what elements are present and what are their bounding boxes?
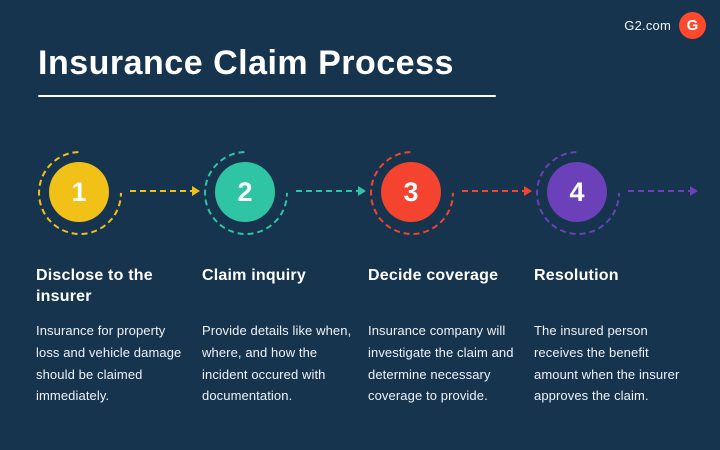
step-2-number: 2 [237,176,253,207]
step-2: 2 Claim inquiry Provide details like whe… [186,133,366,407]
arrow-right-icon [358,186,366,196]
step-2-circle: 2 [215,162,275,222]
step-1-circle: 1 [49,162,109,222]
step-3-heading: Decide coverage [368,267,499,284]
arrow-line [462,190,528,192]
step-2-heading: Claim inquiry [202,267,306,284]
arrow-right-icon [192,186,200,196]
step-1-graphic: 1 [20,133,200,258]
step-4-circle: 4 [547,162,607,222]
step-1-heading: Disclose to the insurer [36,267,153,305]
page-title: Insurance Claim Process [38,44,454,82]
arrow-line [130,190,196,192]
step-4-number: 4 [569,176,585,207]
step-4-body: The insured person receives the benefit … [534,323,680,404]
g2-logo-icon: G [679,12,706,39]
brand-bar: G2.com G [624,12,706,39]
arrow-line [296,190,362,192]
arrow-line [628,190,694,192]
g2-logo-letter: G [686,17,699,34]
step-1-body: Insurance for property loss and vehicle … [36,323,182,404]
step-3-circle: 3 [381,162,441,222]
arrow-right-icon [524,186,532,196]
step-3: 3 Decide coverage Insurance company will… [352,133,532,407]
step-4-heading: Resolution [534,267,619,284]
step-2-body: Provide details like when, where, and ho… [202,323,352,404]
step-3-body: Insurance company will investigate the c… [368,323,514,404]
step-3-graphic: 3 [352,133,532,258]
step-1: 1 Disclose to the insurer Insurance for … [20,133,200,407]
step-3-number: 3 [403,176,419,207]
title-underline [38,95,496,97]
step-4-graphic: 4 [518,133,698,258]
step-2-graphic: 2 [186,133,366,258]
brand-site-text: G2.com [624,18,671,33]
step-4: 4 Resolution The insured person receives… [518,133,698,407]
process-steps: 1 Disclose to the insurer Insurance for … [20,133,698,407]
step-1-number: 1 [71,176,87,207]
arrow-right-icon [690,186,698,196]
